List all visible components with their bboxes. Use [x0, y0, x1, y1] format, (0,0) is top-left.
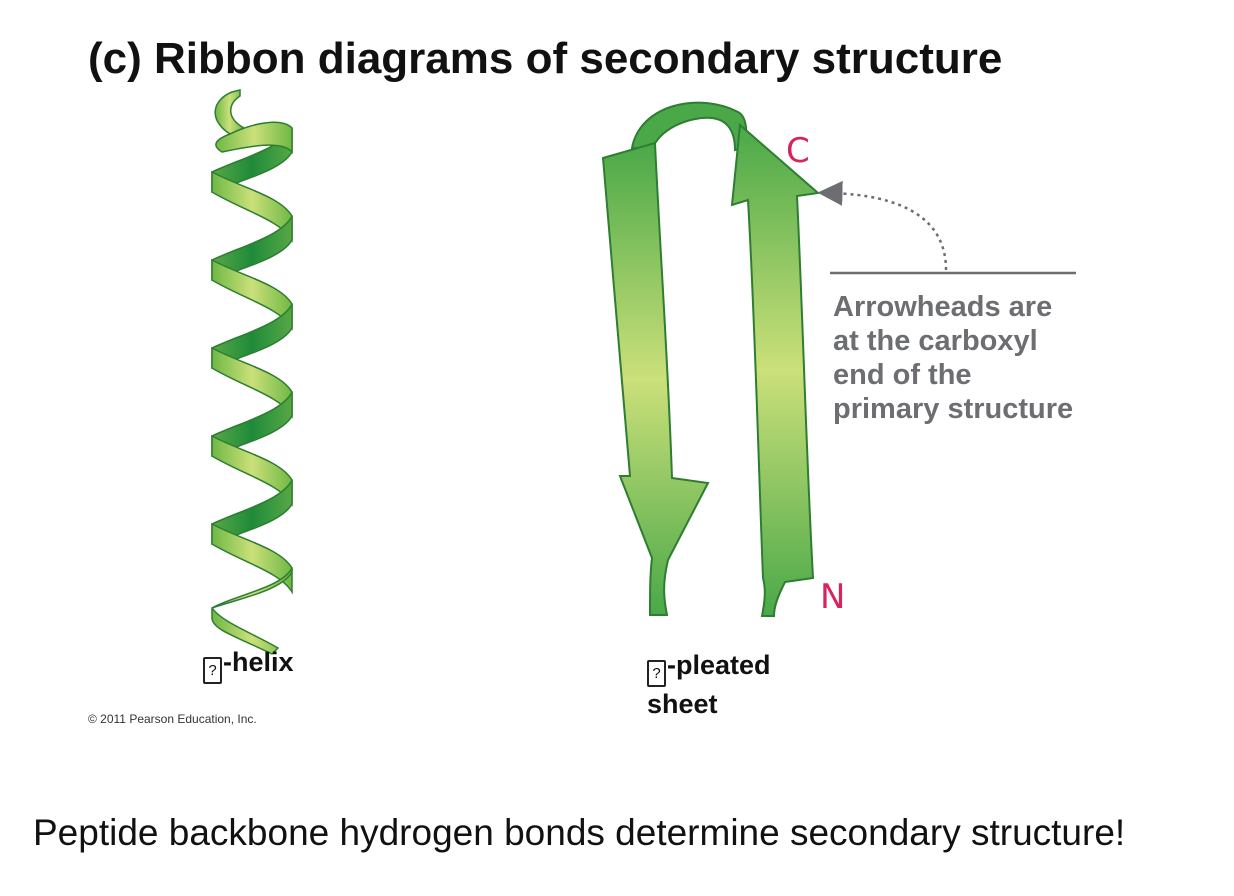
missing-glyph-icon: ? [647, 660, 666, 687]
sheet-loop [630, 101, 748, 152]
caption: Peptide backbone hydrogen bonds determin… [33, 812, 1126, 853]
arrowhead-annotation: Arrowheads are at the carboxyl end of th… [833, 290, 1123, 426]
alpha-helix-ribbon [210, 89, 293, 655]
left-strand [601, 141, 710, 616]
helix-front-segment [211, 522, 293, 595]
annotation-arrow [817, 180, 948, 271]
diagram-title: (c) Ribbon diagrams of secondary structu… [88, 34, 1003, 83]
c-terminus-mark: C [786, 131, 810, 171]
annotation-line: end of the [833, 359, 972, 391]
right-strand [730, 122, 821, 617]
helix-tail-top [214, 89, 246, 135]
helix-front-segment [215, 121, 293, 155]
alpha-helix-label: ?-helix [203, 645, 294, 684]
annotation-line: Arrowheads are [833, 291, 1053, 323]
helix-tail-bottom [210, 567, 293, 655]
copyright-notice: © 2011 Pearson Education, Inc. [88, 712, 257, 726]
annotation-line: at the carboxyl [833, 325, 1038, 357]
beta-sheet-ribbon [601, 101, 821, 617]
annotation-line: primary structure [833, 393, 1074, 425]
n-terminus-mark: N [820, 577, 845, 617]
missing-glyph-icon: ? [203, 657, 222, 684]
